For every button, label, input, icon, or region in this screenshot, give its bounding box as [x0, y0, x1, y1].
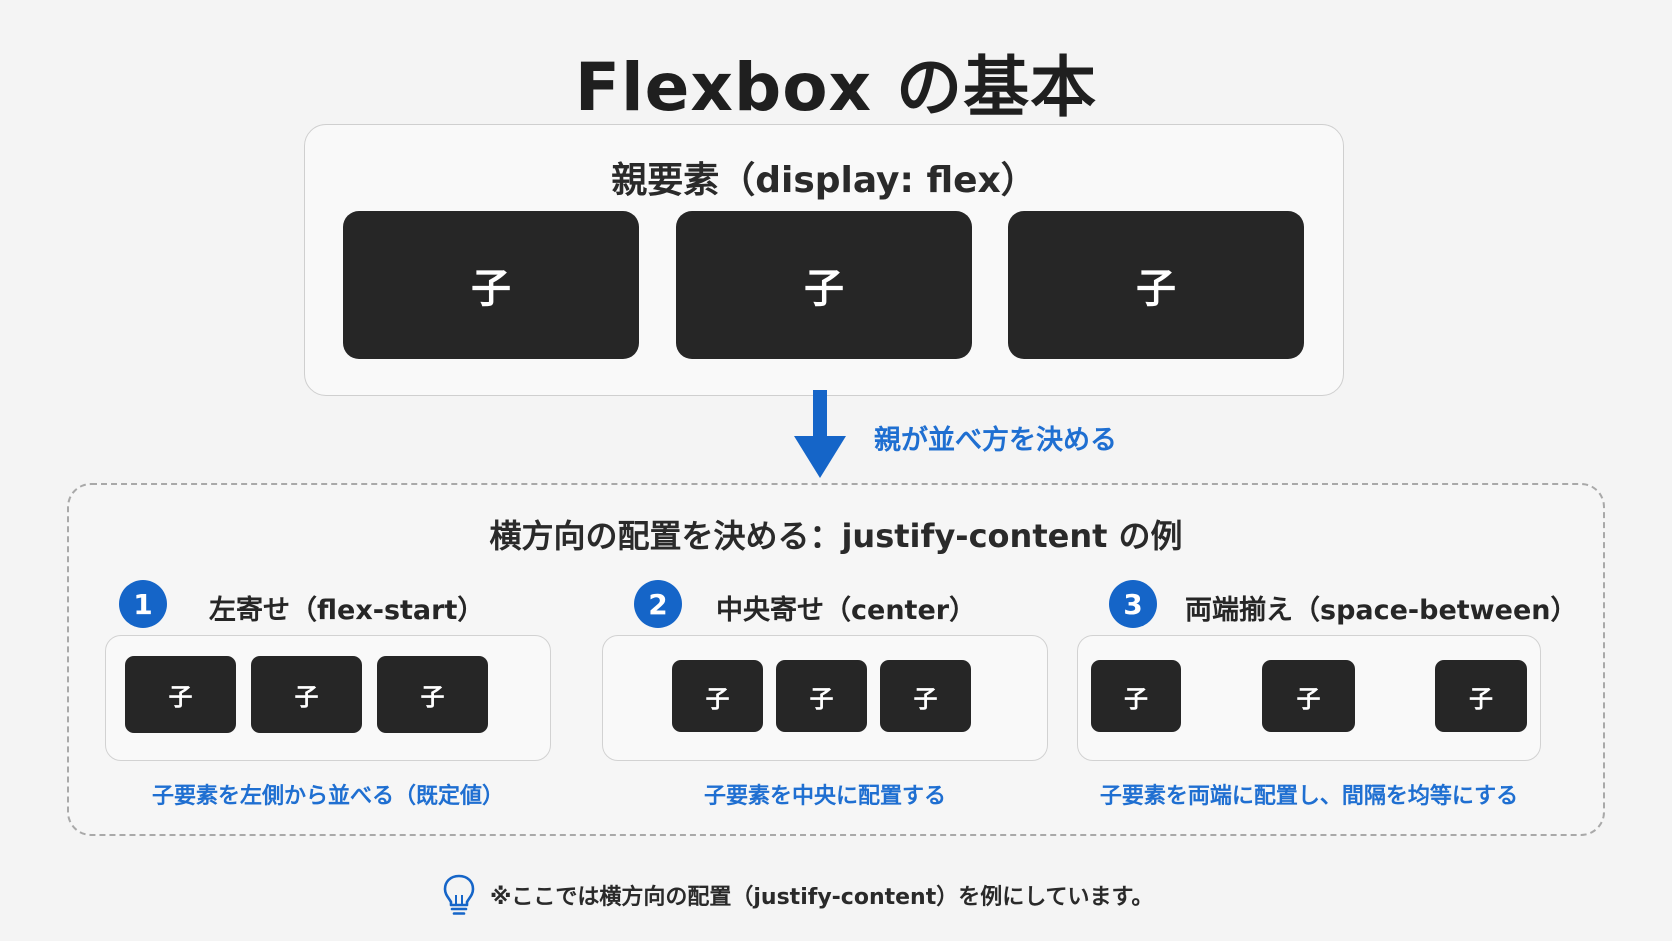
- down-arrow-icon: [794, 390, 846, 478]
- footer-note-text: ※ここでは横方向の配置（justify-content）を例にしています。: [490, 885, 1154, 910]
- examples-title: 横方向の配置を決める：justify-content の例: [489, 517, 1183, 555]
- example-flex-box: 子 子 子: [602, 635, 1048, 761]
- arrow-label: 親が並べ方を決める: [874, 425, 1117, 456]
- number-badge: 1: [119, 580, 167, 628]
- example-flex-box: 子 子 子: [105, 635, 551, 761]
- footer-note: ※ここでは横方向の配置（justify-content）を例にしています。: [442, 873, 1153, 917]
- number-badge: 2: [634, 580, 682, 628]
- example-label: 両端揃え（space-between）: [1185, 595, 1578, 626]
- child-box: 子: [1435, 660, 1527, 732]
- child-box: 子: [1262, 660, 1355, 732]
- parent-child-box: 子: [1008, 211, 1304, 359]
- child-box: 子: [377, 656, 488, 733]
- justify-content-examples: 横方向の配置を決める：justify-content の例 1 左寄せ（flex…: [67, 483, 1605, 836]
- lightbulb-icon: [443, 874, 475, 915]
- parent-child-box: 子: [676, 211, 972, 359]
- example-description: 子要素を両端に配置し、間隔を均等にする: [1099, 784, 1519, 809]
- child-box: 子: [251, 656, 362, 733]
- child-box: 子: [776, 660, 867, 732]
- page-title: Flexbox の基本: [574, 49, 1098, 126]
- number-badge: 3: [1109, 580, 1157, 628]
- example-label: 中央寄せ（center）: [716, 595, 977, 626]
- child-box: 子: [125, 656, 236, 733]
- parent-child-box: 子: [343, 211, 639, 359]
- example-description: 子要素を左側から並べる（既定値）: [151, 784, 504, 809]
- parent-container: 親要素（display: flex） 子 子 子: [304, 124, 1344, 396]
- child-box: 子: [880, 660, 971, 732]
- parent-label: 親要素（display: flex）: [611, 160, 1037, 201]
- example-label: 左寄せ（flex-start）: [209, 595, 485, 626]
- example-flex-box: 子 子 子: [1077, 635, 1541, 761]
- child-box: 子: [672, 660, 763, 732]
- example-description: 子要素を中央に配置する: [703, 784, 946, 809]
- child-box: 子: [1091, 660, 1181, 732]
